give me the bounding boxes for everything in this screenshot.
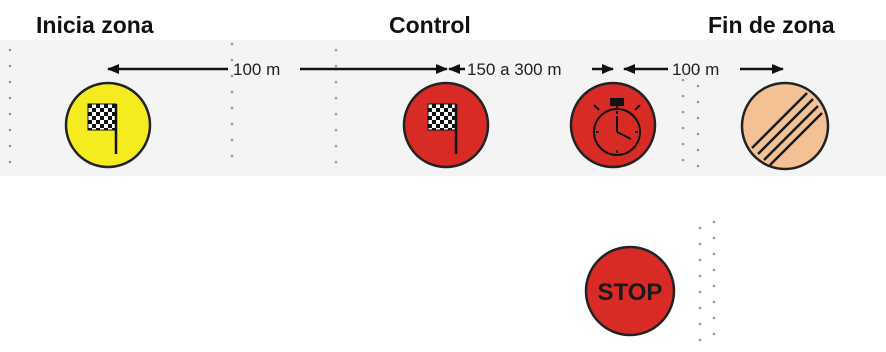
lane-dot xyxy=(334,128,338,132)
lane-dot xyxy=(712,300,716,304)
lane-dot xyxy=(698,226,702,230)
lane-dot xyxy=(8,144,12,148)
lane-dot xyxy=(230,42,234,46)
lane-dot xyxy=(698,306,702,310)
stop-sign-label: STOP xyxy=(598,279,663,306)
lane-dot xyxy=(334,144,338,148)
lane-dot xyxy=(698,338,702,342)
lane-dot xyxy=(712,220,716,224)
lane-dot xyxy=(334,64,338,68)
lane-dot xyxy=(698,322,702,326)
lane-dot xyxy=(230,154,234,158)
lane-dot xyxy=(8,128,12,132)
distance-label-second: 150 a 300 m xyxy=(467,60,562,79)
checkered-flag-icon xyxy=(427,103,458,154)
heading-start: Inicia zona xyxy=(36,12,154,38)
lane-dot xyxy=(334,160,338,164)
lane-dot xyxy=(681,142,685,146)
lane-dot xyxy=(696,68,700,72)
stop-sign: STOP xyxy=(584,245,676,337)
lane-dot xyxy=(230,58,234,62)
lane-dot xyxy=(696,148,700,152)
lane-dot xyxy=(8,112,12,116)
checkered-flag-icon xyxy=(87,103,118,154)
lane-dot xyxy=(698,274,702,278)
lane-dot xyxy=(681,110,685,114)
lane-dot xyxy=(712,236,716,240)
lane-dot xyxy=(712,316,716,320)
lane-dot xyxy=(230,106,234,110)
distance-label-third: 100 m xyxy=(672,60,719,79)
lane-dot xyxy=(8,48,12,52)
control-sign xyxy=(402,81,490,169)
lane-dot xyxy=(681,126,685,130)
heading-control: Control xyxy=(389,12,471,38)
lane-dot xyxy=(230,122,234,126)
lane-dot xyxy=(712,252,716,256)
timer-sign xyxy=(569,81,657,169)
lane-dot xyxy=(334,80,338,84)
lane-dot xyxy=(230,90,234,94)
lane-dot xyxy=(334,96,338,100)
end-of-zone-stripes-icon xyxy=(751,92,823,166)
lane-dot xyxy=(696,164,700,168)
lane-dot xyxy=(681,78,685,82)
lane-dot xyxy=(696,100,700,104)
lane-dot xyxy=(712,268,716,272)
lane-dot xyxy=(696,116,700,120)
lane-dot xyxy=(712,332,716,336)
end-zone-sign xyxy=(740,81,830,171)
lane-dot xyxy=(681,158,685,162)
lane-dots xyxy=(8,42,716,342)
lane-dot xyxy=(712,284,716,288)
lane-dot xyxy=(696,84,700,88)
lane-dot xyxy=(230,74,234,78)
stopwatch-icon xyxy=(593,98,641,156)
lane-dot xyxy=(698,242,702,246)
lane-dot xyxy=(698,290,702,294)
lane-dot xyxy=(230,138,234,142)
lane-dot xyxy=(334,48,338,52)
lane-dot xyxy=(698,258,702,262)
lane-dot xyxy=(8,160,12,164)
heading-end: Fin de zona xyxy=(708,12,835,38)
lane-dot xyxy=(681,94,685,98)
lane-dot xyxy=(8,80,12,84)
start-zone-sign xyxy=(64,81,152,169)
lane-dot xyxy=(696,132,700,136)
lane-dot xyxy=(8,96,12,100)
lane-dot xyxy=(8,64,12,68)
lane-dot xyxy=(334,112,338,116)
distance-label-first: 100 m xyxy=(233,60,280,79)
